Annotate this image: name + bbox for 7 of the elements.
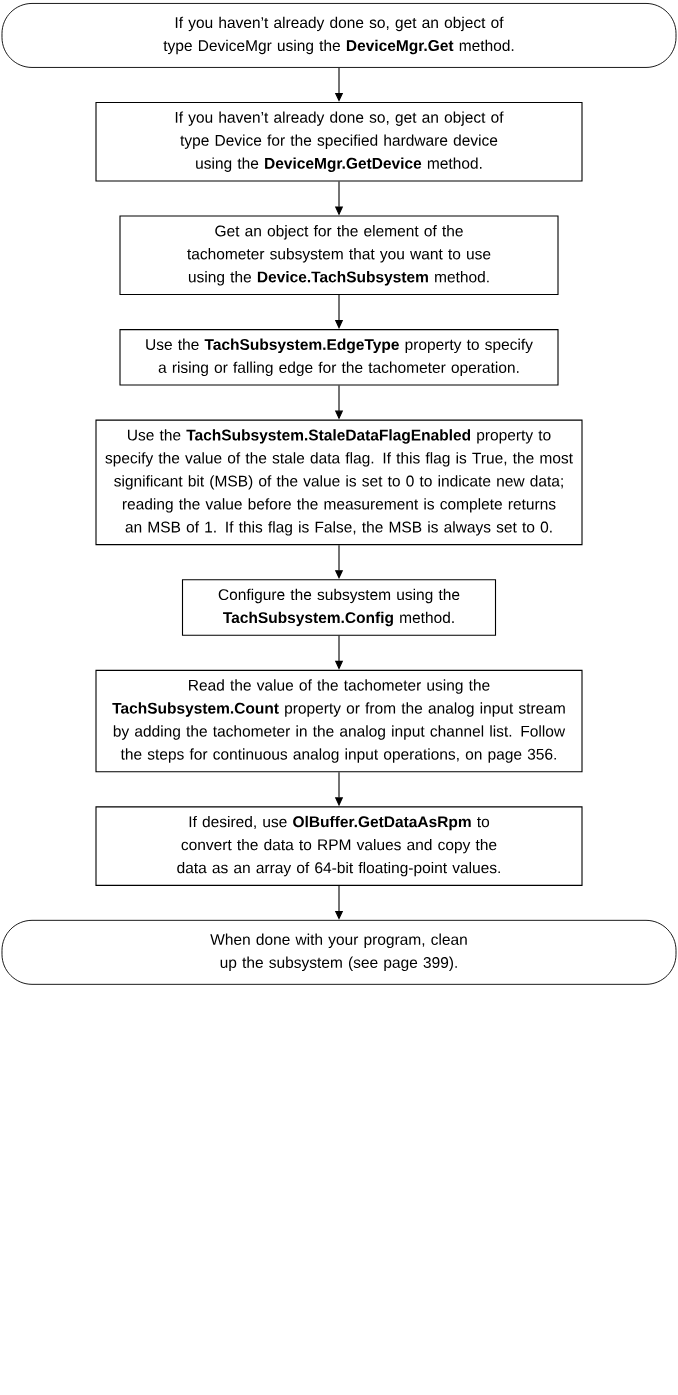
process-box: Read the value of the tachometer using the TachSubsystem.Count property or from the analog input stream by adding the tachometer in the analog input channel list. Follow the steps for continuous analog input operations, on page 356. (95, 669, 583, 773)
process-box: Use the TachSubsystem.EdgeType property to specify a rising or falling edge for the tachometer operation. (119, 329, 559, 386)
process-box: If desired, use OlBuffer.GetDataAsRpm to convert the data to RPM values and copy the data as an array of 64-bit floating-point values. (95, 806, 583, 886)
process-box: If you haven’t already done so, get an object of type Device for the specified hardware device using the DeviceMgr.GetDevice method. (95, 101, 583, 182)
process-box: Use the TachSubsystem.StaleDataFlagEnabled property to specify the value of the stale data flag. If this flag is True, the most significant bit (MSB) of the value is set to 0 to indicate new data; reading the value before the measurement is complete returns an MSB of 1. If this flag is False, the MSB is always set to 0. (95, 419, 583, 546)
process-box: Get an object for the element of the tachometer subsystem that you want to use using the Device.TachSubsystem method. (119, 215, 559, 296)
process-box: Configure the subsystem using the TachSubsystem.Config method. (181, 579, 497, 636)
